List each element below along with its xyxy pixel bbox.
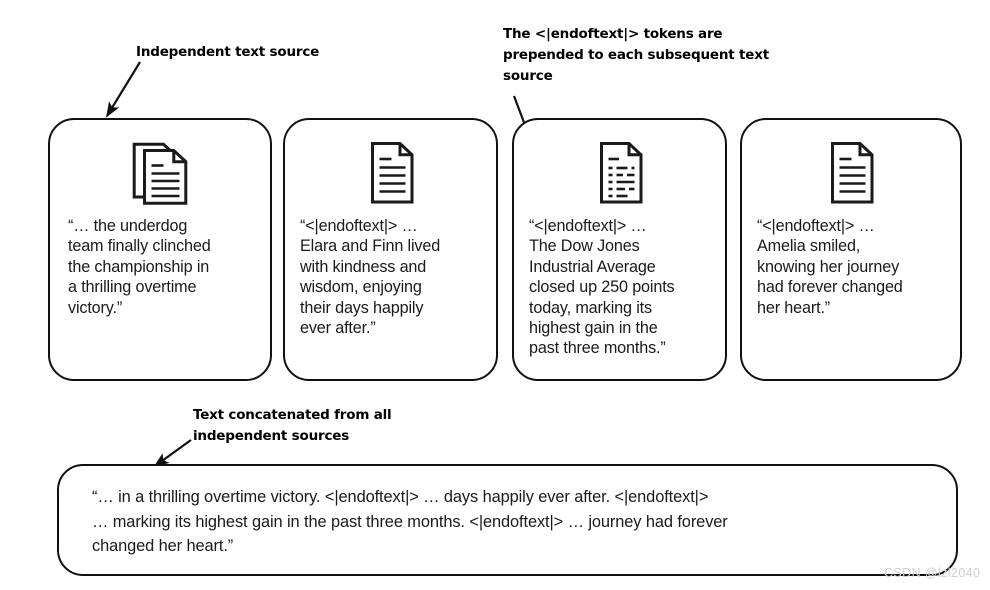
- text-source-card-1[interactable]: “… the underdog team finally clinched th…: [48, 118, 272, 381]
- text-source-card-3[interactable]: “<|endoftext|> … The Dow Jones Industria…: [512, 118, 727, 381]
- card-2-icon-wrap: [285, 140, 496, 206]
- arrow-independent-source: [106, 61, 141, 118]
- news-article-icon: [599, 142, 642, 204]
- card-4-icon-wrap: [742, 140, 960, 206]
- watermark-label: CSDN @lzl2040: [884, 566, 981, 580]
- concatenated-text-box[interactable]: “… in a thrilling overtime victory. <|en…: [57, 464, 958, 576]
- card-1-text: “… the underdog team finally clinched th…: [68, 217, 211, 317]
- document-icon: [370, 142, 413, 204]
- card-4-text: “<|endoftext|> … Amelia smiled, knowing …: [757, 217, 903, 317]
- text-source-card-2[interactable]: “<|endoftext|> … Elara and Finn lived wi…: [283, 118, 498, 381]
- card-3-text: “<|endoftext|> … The Dow Jones Industria…: [529, 217, 675, 358]
- document-icon: [831, 142, 874, 204]
- arrow-concatenated: [153, 439, 192, 468]
- card-1-icon-wrap: [50, 140, 270, 206]
- card-3-icon-wrap: [514, 140, 725, 206]
- annotation-independent-text-source: Independent text source: [136, 44, 320, 60]
- annotation-text-concatenated: Text concatenated from all independent s…: [193, 407, 392, 444]
- annotation-endoftext-note: The <|endoftext|> tokens are prepended t…: [503, 26, 769, 84]
- card-2-text: “<|endoftext|> … Elara and Finn lived wi…: [300, 217, 441, 338]
- concatenated-text: “… in a thrilling overtime victory. <|en…: [92, 488, 728, 555]
- text-source-card-4[interactable]: “<|endoftext|> … Amelia smiled, knowing …: [740, 118, 962, 381]
- stacked-documents-icon: [132, 142, 188, 205]
